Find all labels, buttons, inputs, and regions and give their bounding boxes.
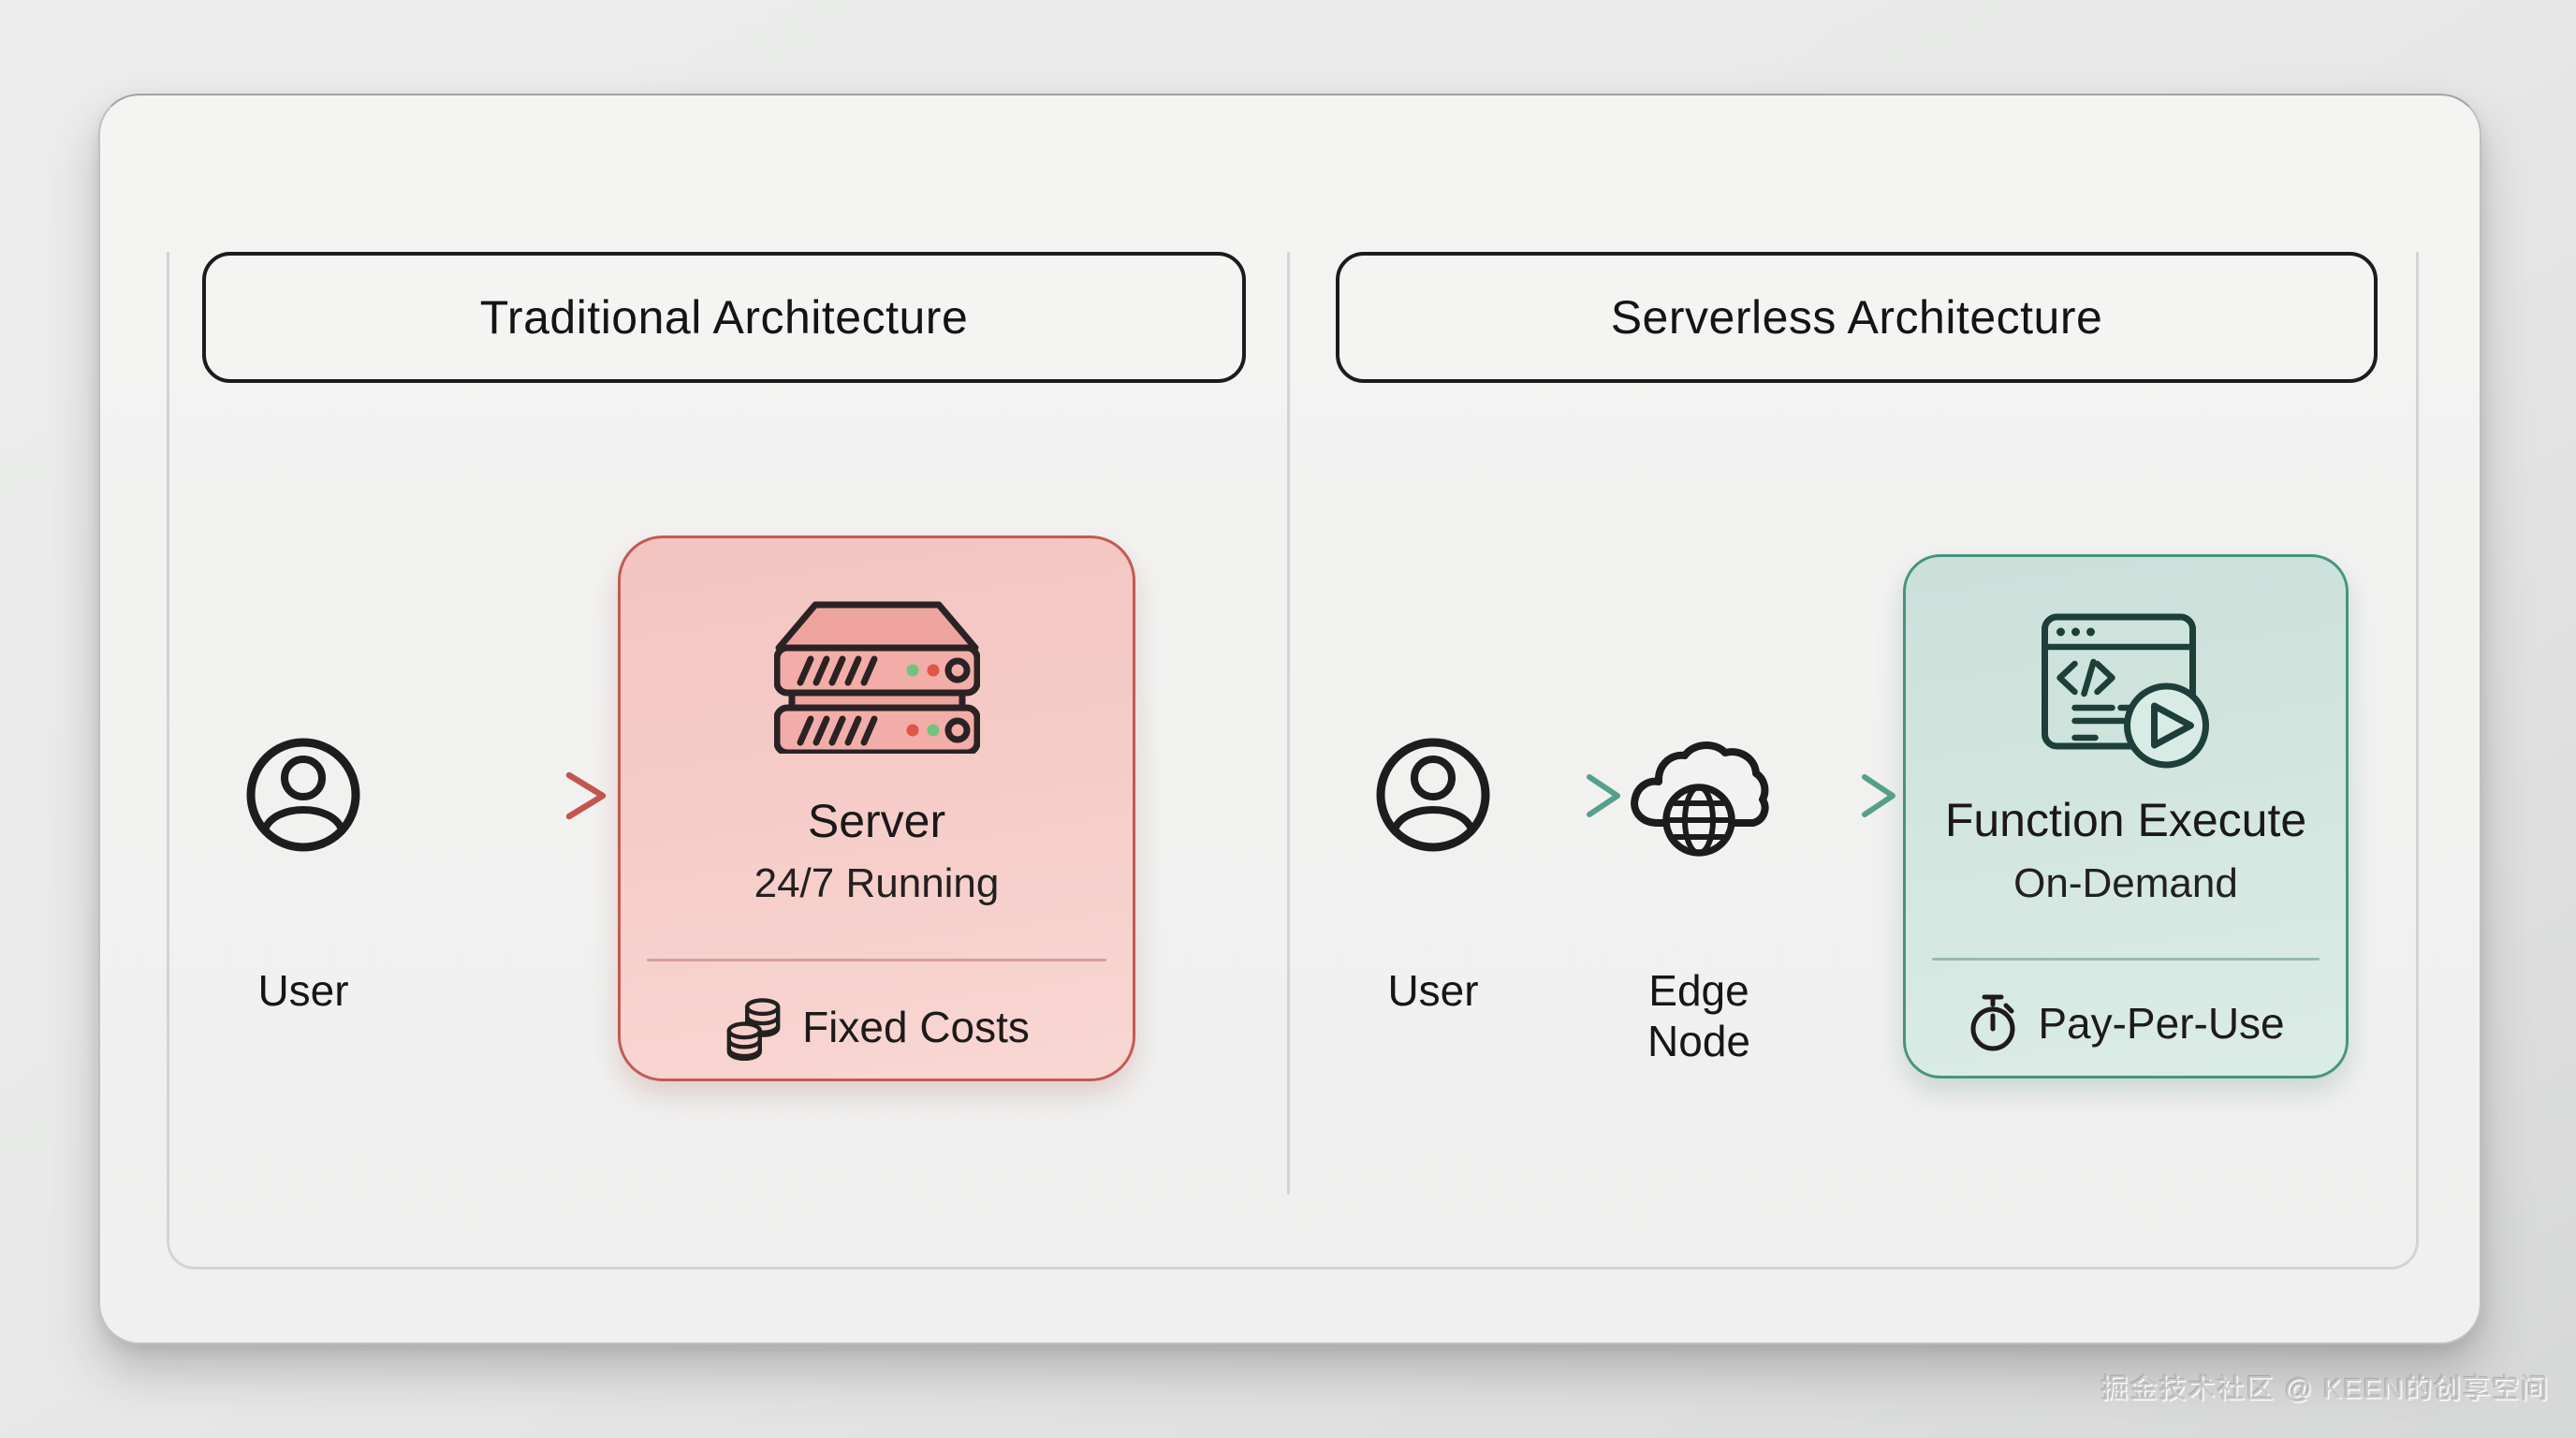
arrow-edge-to-function-icon bbox=[1780, 774, 1895, 817]
user-icon bbox=[1376, 738, 1490, 852]
serverless-title: Serverless Architecture bbox=[1610, 291, 2103, 344]
fixed-costs-row: Fixed Costs bbox=[621, 995, 1133, 1061]
user-icon bbox=[246, 738, 360, 852]
arrow-user-to-edge-icon bbox=[1501, 774, 1620, 817]
pay-per-use-label: Pay-Per-Use bbox=[2038, 999, 2285, 1048]
server-card-subtitle: 24/7 Running bbox=[754, 860, 1000, 906]
stopwatch-icon bbox=[1970, 994, 2015, 1051]
edge-node-label: Edge Node bbox=[1647, 966, 1750, 1065]
server-rack-icon bbox=[773, 601, 980, 754]
panel-divider bbox=[1287, 252, 1290, 1195]
traditional-title: Traditional Architecture bbox=[479, 291, 969, 344]
cloud-globe-icon bbox=[1631, 741, 1769, 857]
main-card: Traditional Architecture Serverless Arch… bbox=[98, 94, 2481, 1344]
user-label: User bbox=[257, 966, 349, 1015]
arrow-user-to-server-icon bbox=[374, 771, 607, 820]
user-label: User bbox=[1387, 966, 1479, 1015]
serverless-title-box: Serverless Architecture bbox=[1336, 252, 2378, 383]
code-window-play-icon bbox=[2042, 613, 2209, 769]
function-card-divider bbox=[1932, 958, 2320, 961]
fixed-costs-label: Fixed Costs bbox=[802, 1003, 1030, 1051]
function-card-title: Function Execute bbox=[1944, 794, 2307, 846]
server-card-title: Server bbox=[807, 795, 946, 847]
server-card-divider bbox=[647, 959, 1106, 961]
function-card-subtitle: On-Demand bbox=[2013, 860, 2238, 906]
watermark: 掘金技术社区 @ KEEN的创享空间 bbox=[2100, 1374, 2550, 1404]
pay-per-use-row: Pay-Per-Use bbox=[1906, 991, 2346, 1055]
coin-stack-icon bbox=[726, 998, 781, 1061]
server-card: Server 24/7 Running Fixed Co bbox=[618, 536, 1135, 1081]
content-panel-border bbox=[167, 252, 2419, 1269]
function-card: Function Execute On-Demand Pay-Per-Use bbox=[1903, 554, 2349, 1078]
traditional-title-box: Traditional Architecture bbox=[202, 252, 1246, 383]
